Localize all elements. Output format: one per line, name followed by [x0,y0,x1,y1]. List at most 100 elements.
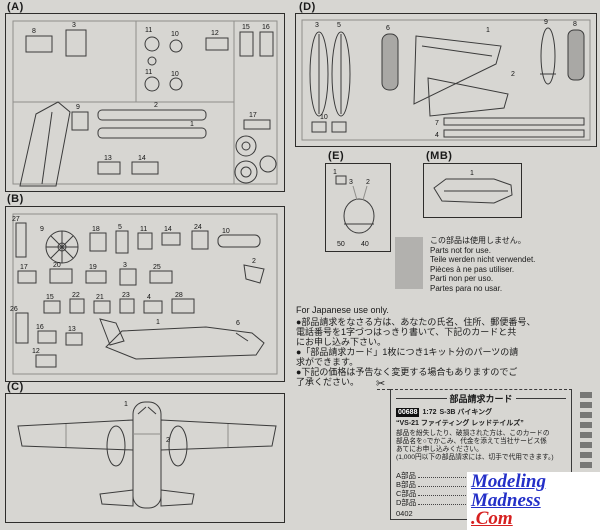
svg-text:9: 9 [40,226,44,233]
card-instructions: 部品を紛失したり、破損された方は、このカードの 部品名を○でかこみ、代金を添えて… [396,430,566,462]
note-line: にお申し込み下さい。 [296,337,387,347]
svg-text:14: 14 [164,226,172,233]
watermark-line-1: Modeling [471,471,546,492]
svg-text:10: 10 [320,114,328,121]
sprue-panel-e: 1 3 2 50 40 [325,163,391,252]
svg-text:3: 3 [123,262,127,269]
svg-text:5: 5 [337,22,341,29]
svg-text:50: 50 [337,241,345,248]
svg-text:11: 11 [140,226,147,233]
site-watermark: Modeling Madness .Com [467,472,600,530]
svg-text:2: 2 [166,437,170,444]
parts-request-notes: ●部品請求をなさる方は、あなたの氏名、住所、郵便番号、 電話番号を1字づつはっき… [296,317,600,387]
svg-text:18: 18 [92,226,100,233]
svg-text:1: 1 [156,319,160,326]
scissors-icon: ✂ [376,378,386,390]
card-instruction-line: (1,000円以下の部品請求には、切手で代用できます。) [396,454,554,461]
svg-text:3: 3 [315,22,319,29]
svg-text:23: 23 [122,292,130,299]
svg-text:11: 11 [145,27,152,34]
svg-text:14: 14 [138,155,146,162]
svg-text:1: 1 [333,169,337,176]
card-code: 0402 [396,509,413,518]
svg-text:27: 27 [12,216,20,223]
panel-label-b: (B) [7,193,24,205]
card-instruction-line: 部品を紛失したり、破損された方は、このカードの [396,430,550,437]
legend-line-jp: この部品は使用しません。 [430,236,526,245]
legend-line-en: Parts not for use. [430,245,491,255]
panel-label-a: (A) [7,1,24,13]
note-line: 了承ください。 [296,377,360,387]
svg-text:3: 3 [349,179,353,186]
for-japanese-use-only: For Japanese use only. [296,305,389,315]
svg-text:21: 21 [96,294,104,301]
svg-text:20: 20 [53,262,61,269]
svg-text:13: 13 [68,326,76,333]
svg-text:6: 6 [386,25,390,32]
svg-text:1: 1 [124,401,128,408]
panel-label-d: (D) [299,1,316,13]
note-line: ●下記の価格は予告なく変更する場合もありますのでご [296,367,518,377]
card-title-row: 部品請求カード [396,392,567,405]
svg-text:22: 22 [72,292,80,299]
svg-text:13: 13 [104,155,112,162]
title-rule-left [396,398,447,399]
svg-text:9: 9 [544,19,548,26]
svg-text:17: 17 [20,264,28,271]
svg-text:8: 8 [32,28,36,35]
kit-scale: 1:72 [422,408,437,416]
legend-line-fr: Pièces à ne pas utiliser. [430,264,515,274]
svg-text:10: 10 [171,31,179,38]
svg-text:2: 2 [511,71,515,78]
svg-text:15: 15 [242,24,250,31]
parts-request-card: 部品請求カード 00688 1:72 S-3B バイキング “VS-21 ファイ… [390,389,572,520]
cut-line [377,389,390,390]
svg-text:19: 19 [89,264,97,271]
svg-text:12: 12 [32,348,40,355]
svg-text:1: 1 [190,121,194,128]
svg-text:16: 16 [262,24,270,31]
svg-text:17: 17 [249,112,257,119]
price-row-label: A部品 [396,471,417,480]
kit-name: S-3B バイキング [439,409,493,416]
panel-label-c: (C) [7,381,24,393]
svg-text:12: 12 [211,30,219,37]
svg-text:2: 2 [366,179,370,186]
svg-text:26: 26 [10,306,18,313]
sprue-panel-mb: 1 [423,163,522,218]
price-row-label: C部品 [396,489,417,498]
kit-line: 00688 1:72 S-3B バイキング [396,407,566,417]
note-line: ●部品請求をなさる方は、あなたの氏名、住所、郵便番号、 [296,317,536,327]
svg-text:1: 1 [470,170,474,177]
svg-text:10: 10 [222,228,230,235]
panel-label-mb: (MB) [426,150,453,162]
svg-text:5: 5 [118,224,122,231]
svg-text:4: 4 [435,132,439,139]
price-row-label: D部品 [396,498,417,507]
svg-text:25: 25 [153,264,161,271]
not-for-use-legend: この部品は使用しません。 Parts not for use. Teile we… [430,236,535,293]
svg-text:2: 2 [252,258,256,265]
svg-text:4: 4 [147,294,151,301]
svg-text:10: 10 [171,71,179,78]
not-for-use-swatch [395,237,423,289]
note-line: ●「部品請求カード」1枚につき1キット分のパーツの請 [296,347,519,357]
title-rule-right [515,398,567,399]
svg-text:16: 16 [36,324,44,331]
kit-subtitle: “VS-21 ファイティング レッドテイルズ” [396,420,524,427]
svg-text:7: 7 [435,120,439,127]
svg-text:24: 24 [194,224,202,231]
kit-number-badge: 00688 [396,407,420,417]
svg-text:40: 40 [361,241,369,248]
note-line: 求ができます。 [296,357,359,367]
svg-text:6: 6 [236,320,240,327]
panel-label-e: (E) [328,150,345,162]
watermark-line-2: Madness [471,489,541,511]
svg-text:28: 28 [175,292,183,299]
svg-text:1: 1 [486,27,490,34]
svg-text:2: 2 [154,102,158,109]
svg-text:15: 15 [46,294,54,301]
